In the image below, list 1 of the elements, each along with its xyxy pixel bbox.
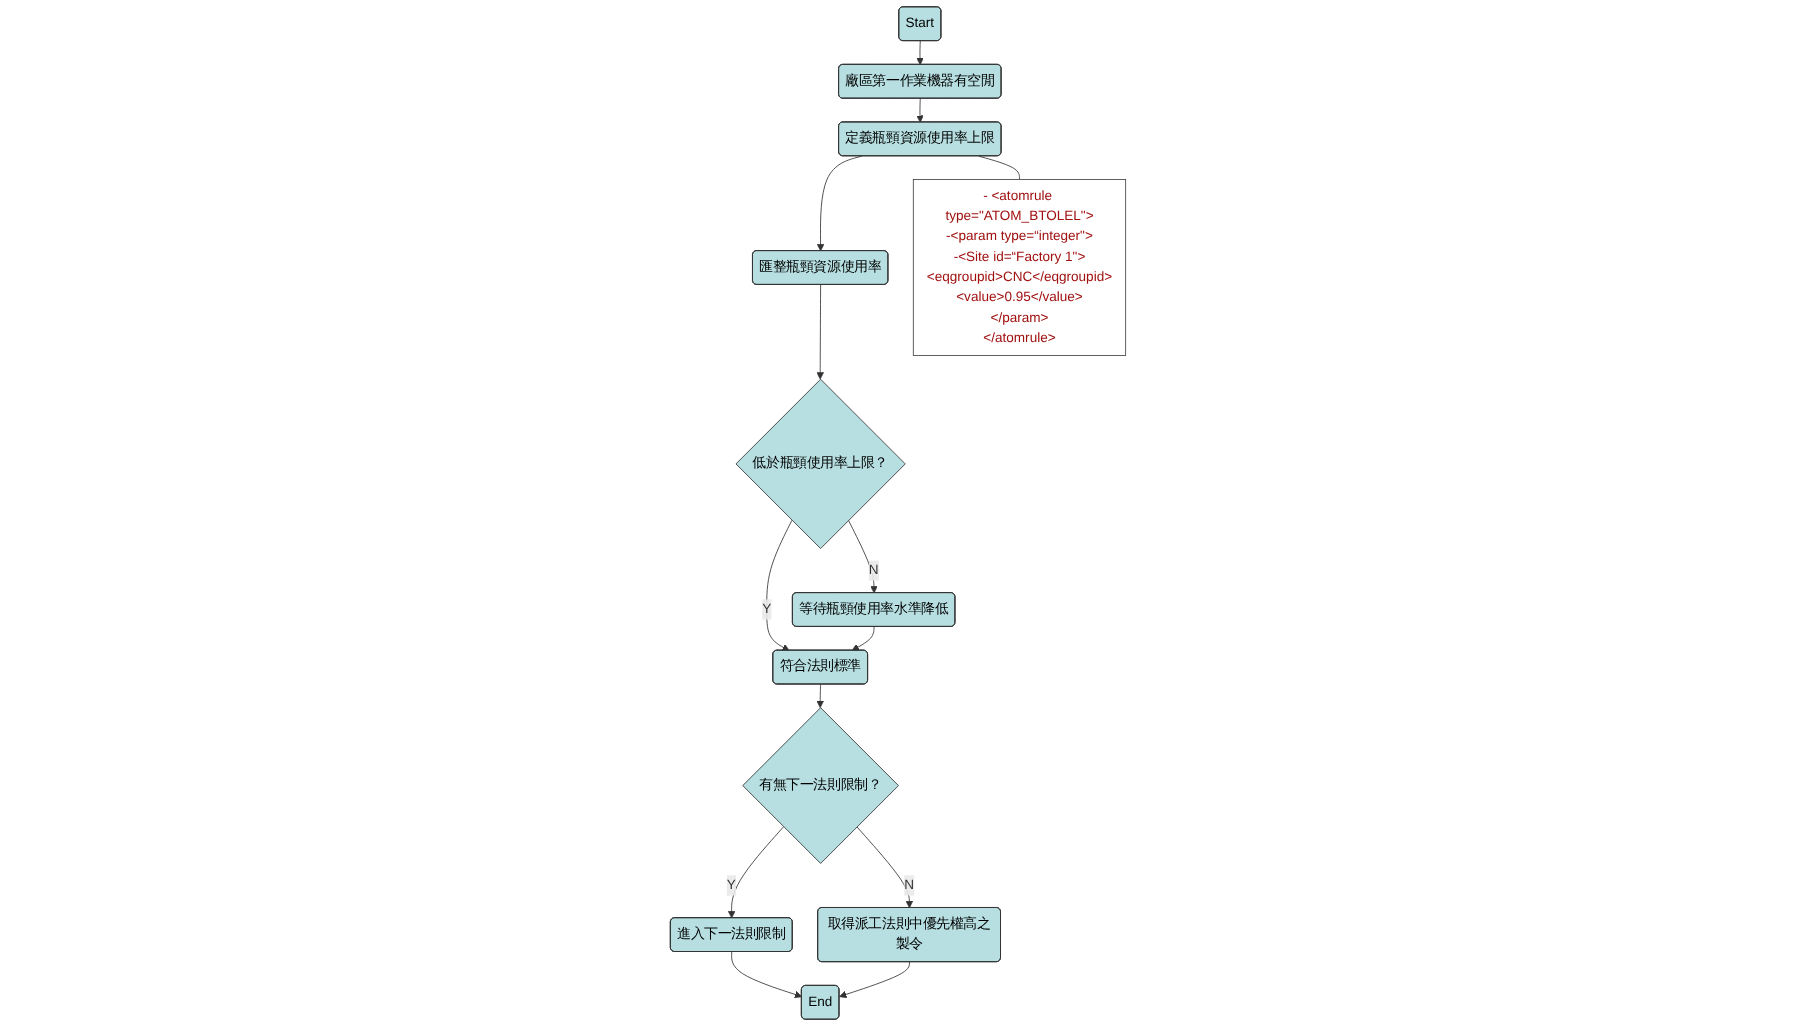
connector — [978, 155, 1020, 180]
